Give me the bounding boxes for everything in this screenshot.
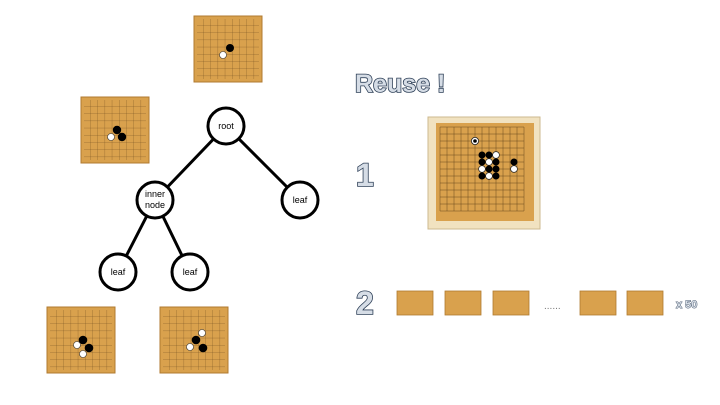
white-stone-icon xyxy=(198,329,206,337)
black-stone-icon xyxy=(485,151,493,159)
white-stone-icon xyxy=(107,133,115,141)
tree-node-leaf-left: leaf xyxy=(98,252,138,292)
go-board-leaf-right xyxy=(159,306,229,374)
black-stone-icon xyxy=(510,158,518,166)
tree-node-leaf-right: leaf xyxy=(280,180,320,220)
black-stone-icon xyxy=(84,343,94,353)
leaf-label: leaf xyxy=(183,267,198,277)
black-stone-icon xyxy=(473,139,477,143)
large-board-stones xyxy=(471,136,518,180)
black-stone-icon xyxy=(226,44,234,52)
item-1-number: 1 xyxy=(356,157,374,193)
black-stone-icon xyxy=(112,125,122,135)
white-stone-icon xyxy=(219,51,227,59)
mini-board xyxy=(579,290,617,316)
white-stone-icon xyxy=(485,172,493,180)
go-board-large xyxy=(427,116,541,230)
item-2-number: 2 xyxy=(356,285,374,321)
root-label: root xyxy=(218,121,234,131)
white-stone-icon xyxy=(510,165,518,173)
black-stone-icon xyxy=(478,158,486,166)
sequence-ellipsis: ...... xyxy=(544,301,561,312)
mini-board xyxy=(396,290,434,316)
black-stone-icon xyxy=(478,172,486,180)
inner-label-line1: inner xyxy=(145,189,165,199)
white-stone-icon xyxy=(73,341,81,349)
black-stone-icon xyxy=(492,165,500,173)
reuse-title: Reuse ! xyxy=(355,70,445,98)
tree-node-inner: inner node xyxy=(135,180,175,220)
black-stone-icon xyxy=(198,343,208,353)
white-stone-icon xyxy=(79,350,87,358)
tree-node-root: root xyxy=(206,106,246,146)
go-board-root xyxy=(193,15,263,83)
black-stone-icon xyxy=(117,132,127,142)
white-stone-icon xyxy=(485,158,493,166)
leaf-label: leaf xyxy=(293,195,308,205)
mini-board xyxy=(492,290,530,316)
go-board-leaf-left xyxy=(46,306,116,374)
leaf-label: leaf xyxy=(111,267,126,277)
white-stone-icon xyxy=(186,343,194,351)
white-stone-icon xyxy=(492,151,500,159)
board-sequence: ...... x 50 xyxy=(396,290,698,316)
white-stone-icon xyxy=(478,165,486,173)
black-stone-icon xyxy=(485,165,493,173)
black-stone-icon xyxy=(191,335,201,345)
mini-board xyxy=(444,290,482,316)
black-stone-icon xyxy=(478,151,486,159)
tree-node-leaf-middle: leaf xyxy=(170,252,210,292)
mini-board xyxy=(626,290,664,316)
black-stone-icon xyxy=(492,172,500,180)
multiplier-label: x 50 xyxy=(676,299,697,311)
go-board-inner xyxy=(80,96,150,164)
black-stone-icon xyxy=(78,335,88,345)
black-stone-icon xyxy=(492,158,500,166)
inner-label-line2: node xyxy=(145,200,165,210)
